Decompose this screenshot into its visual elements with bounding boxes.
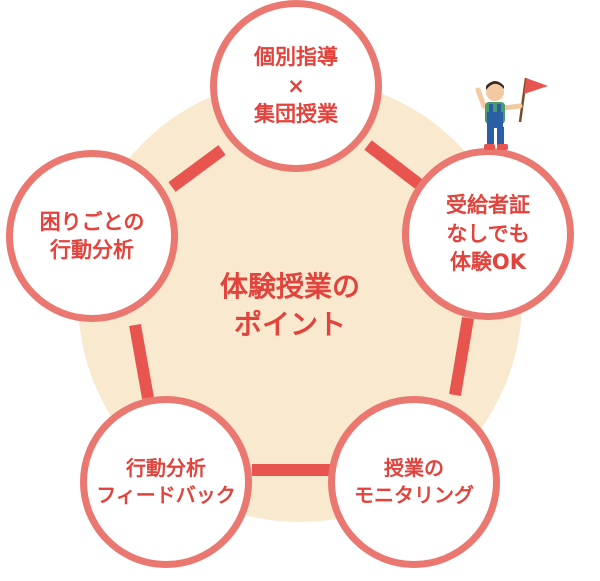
- node-text: 体験OK: [449, 250, 527, 275]
- node-text: モニタリング: [354, 483, 474, 507]
- node-text: 行動分析: [125, 456, 206, 480]
- point-node-behavior-feedback: 行動分析 フィードバック: [80, 396, 252, 568]
- center-title-line: ポイント: [233, 307, 346, 341]
- node-text: フィードバック: [96, 483, 236, 507]
- node-text: ×: [287, 73, 305, 98]
- center-title-line: 体験授業の: [219, 270, 360, 303]
- node-text: 行動分析: [49, 238, 134, 262]
- node-text: 受給者証: [446, 193, 530, 218]
- person-with-flag-icon: [475, 77, 548, 150]
- node-text: 困りごとの: [39, 209, 145, 234]
- connector-bottom-left-left: [129, 323, 154, 400]
- point-node-behavior-analysis: 困りごとの 行動分析: [6, 150, 178, 322]
- node-text: 集団授業: [254, 102, 338, 127]
- connector-top-right: [364, 140, 424, 190]
- node-text: 個別指導: [254, 45, 338, 70]
- connector-right-bottom-right: [449, 317, 474, 396]
- point-node-trial-ok: 受給者証 なしでも 体験OK: [402, 148, 574, 320]
- point-node-class-monitoring: 授業の モニタリング: [328, 396, 500, 568]
- node-text: なしでも: [446, 221, 530, 246]
- node-text: 授業の: [384, 456, 444, 480]
- point-node-individual-group: 個別指導 × 集団授業: [210, 0, 382, 172]
- connector-left-top: [168, 145, 226, 192]
- diagram-center-title: 体験授業の ポイント: [180, 268, 400, 344]
